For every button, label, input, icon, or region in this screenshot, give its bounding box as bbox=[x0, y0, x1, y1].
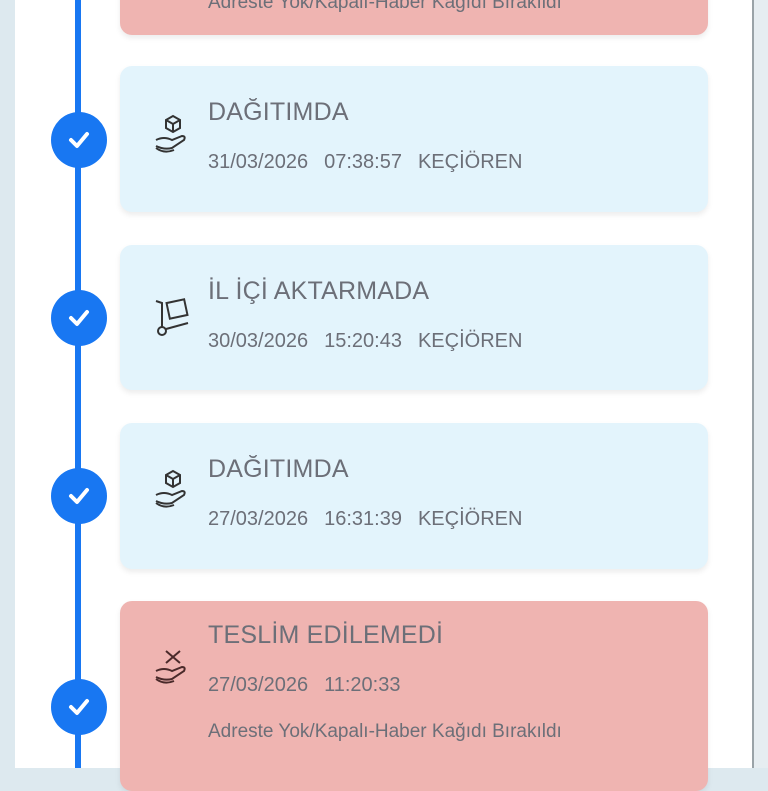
event-title: DAĞITIMDA bbox=[208, 455, 349, 483]
event-meta: 31/03/2026 07:38:57 KEÇİÖREN bbox=[208, 151, 538, 174]
timeline-card: DAĞITIMDA 31/03/2026 07:38:57 KEÇİÖREN bbox=[120, 66, 708, 212]
check-icon bbox=[51, 679, 107, 735]
timeline-card: DAĞITIMDA 27/03/2026 16:31:39 KEÇİÖREN bbox=[120, 423, 708, 569]
event-meta: 27/03/2026 16:31:39 KEÇİÖREN bbox=[208, 508, 538, 531]
event-date: 31/03/2026 bbox=[208, 151, 309, 173]
hand-truck-icon bbox=[155, 298, 189, 336]
event-time: 15:20:43 bbox=[324, 330, 402, 352]
event-location: KEÇİÖREN bbox=[417, 508, 523, 530]
timeline-card: İL İÇİ AKTARMADA 30/03/2026 15:20:43 KEÇİÖ… bbox=[120, 245, 708, 390]
hand-box-icon bbox=[155, 469, 186, 508]
timeline-card-failed: TESLİM EDİLEMEDİ 27/03/2026 11:20:33 Adre… bbox=[120, 601, 708, 791]
event-title: TESLİM EDİLEMEDİ bbox=[208, 621, 444, 649]
event-location: KEÇİÖREN bbox=[417, 151, 523, 173]
event-location: KEÇİÖREN bbox=[417, 330, 523, 352]
event-note: Adreste Yok/Kapalı-Haber Kağıdı Bırakıld… bbox=[208, 0, 562, 13]
scrollbar[interactable] bbox=[752, 0, 768, 768]
event-date: 27/03/2026 bbox=[208, 674, 309, 696]
timeline-line bbox=[75, 0, 81, 768]
hand-x-icon bbox=[155, 650, 186, 684]
event-meta: 30/03/2026 15:20:43 KEÇİÖREN bbox=[208, 330, 538, 353]
check-icon bbox=[51, 290, 107, 346]
event-title: İL İÇİ AKTARMADA bbox=[208, 277, 430, 305]
timeline-card-failed: Adreste Yok/Kapalı-Haber Kağıdı Bırakıld… bbox=[120, 0, 708, 35]
event-date: 27/03/2026 bbox=[208, 508, 309, 530]
event-time: 11:20:33 bbox=[324, 674, 401, 696]
event-date: 30/03/2026 bbox=[208, 330, 309, 352]
event-time: 07:38:57 bbox=[324, 151, 402, 173]
check-icon bbox=[51, 112, 107, 168]
check-icon bbox=[51, 468, 107, 524]
event-title: DAĞITIMDA bbox=[208, 98, 349, 126]
event-time: 16:31:39 bbox=[324, 508, 402, 530]
event-meta: 27/03/2026 11:20:33 bbox=[208, 674, 416, 697]
event-note: Adreste Yok/Kapalı-Haber Kağıdı Bırakıld… bbox=[208, 721, 562, 742]
hand-box-icon bbox=[155, 114, 186, 153]
